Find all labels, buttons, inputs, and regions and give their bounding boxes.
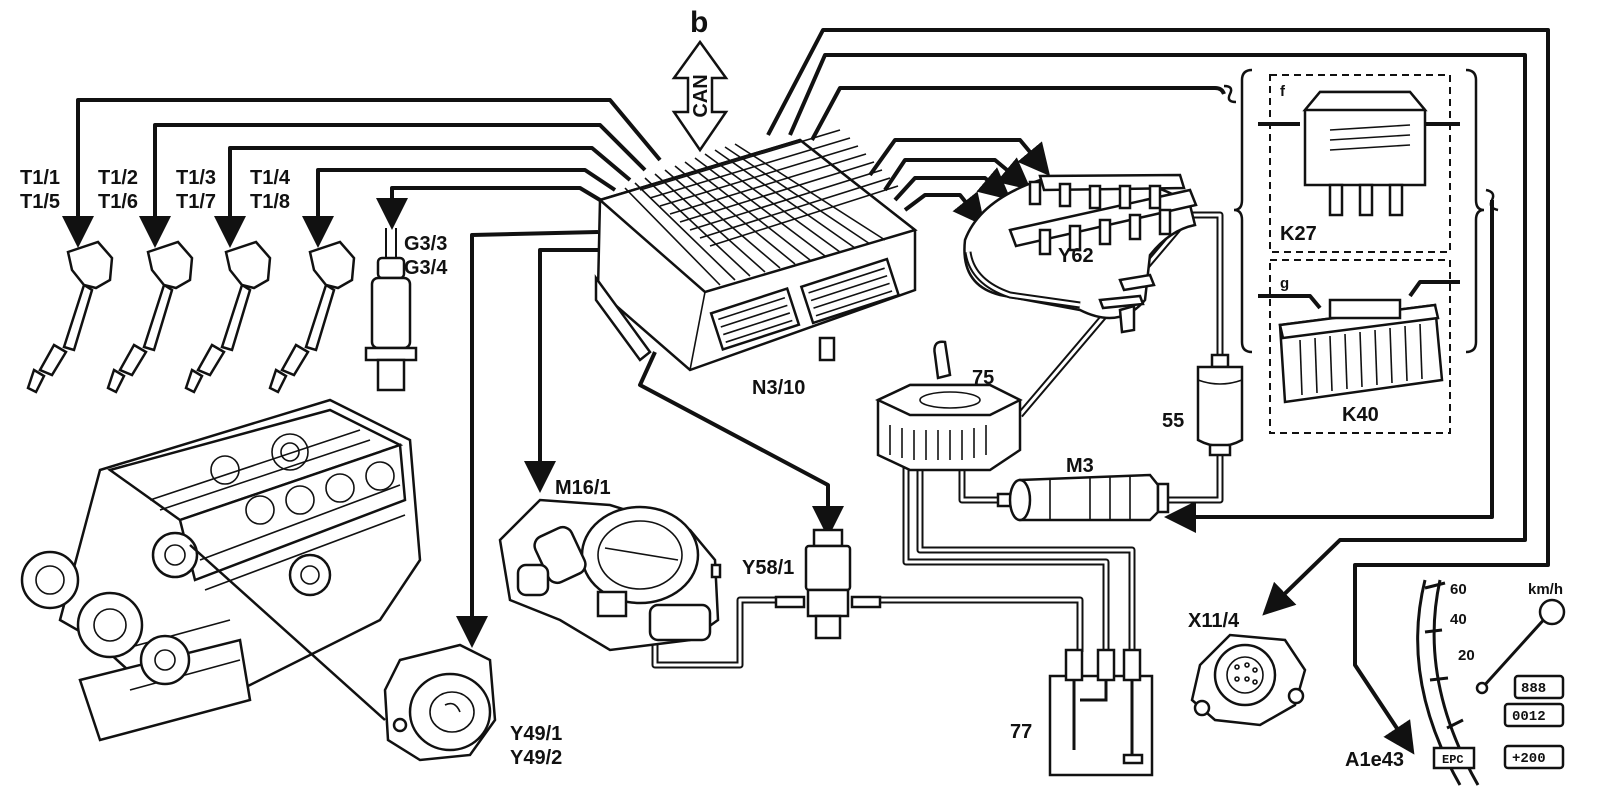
o2-label-b: G3/4 xyxy=(404,257,448,279)
gauge-unit: km/h xyxy=(1528,581,1563,598)
wire-injector-a xyxy=(868,138,1051,177)
wire-k40-left xyxy=(1258,294,1322,310)
epc-label: EPC xyxy=(1442,753,1464,767)
wire-coil3 xyxy=(214,146,632,248)
wire-valve xyxy=(638,351,844,538)
relay-g-label: g xyxy=(1280,275,1289,292)
cluster-label: A1e43 xyxy=(1345,749,1404,771)
gauge-tick-20: 20 xyxy=(1458,647,1475,664)
oxygen-sensor: G3/3 G3/4 xyxy=(364,228,448,392)
wire-injector-d xyxy=(903,191,985,227)
wire-k40-right xyxy=(1408,280,1460,298)
coil4-label-a: T1/4 xyxy=(250,167,291,189)
throttle-body: M16/1 xyxy=(498,477,722,652)
ecu-module: N3/10 xyxy=(594,129,918,399)
coil1-label-b: T1/5 xyxy=(20,191,60,213)
wire-diag-socket xyxy=(788,53,1527,616)
ecu-label: N3/10 xyxy=(752,377,805,399)
camshaft-label-b: Y49/2 xyxy=(510,747,562,769)
wire-coil4 xyxy=(302,168,617,248)
lcd-display-3: +200 xyxy=(1512,751,1546,767)
wire-coil2 xyxy=(139,123,647,248)
wire-cluster xyxy=(766,28,1550,755)
fuel-injector-rail: Y62 xyxy=(963,173,1198,334)
diag-socket-label: X11/4 xyxy=(1188,610,1240,632)
purge-valve: Y58/1 xyxy=(742,528,882,640)
wire-harness xyxy=(62,28,1550,755)
injectors-label: Y62 xyxy=(1058,245,1094,267)
wire-coil1 xyxy=(62,98,662,248)
wire-o2sensor xyxy=(376,186,602,230)
part77-label: 77 xyxy=(1010,721,1032,743)
wire-throttle xyxy=(524,248,600,493)
wire-relay xyxy=(810,86,1226,141)
lcd-display-1: 888 xyxy=(1521,681,1546,697)
valve-label: Y58/1 xyxy=(742,557,794,579)
lcd-display-2: 0012 xyxy=(1512,709,1546,725)
ignition-coil-3 xyxy=(184,240,272,394)
coil1-label-a: T1/1 xyxy=(20,167,60,189)
throttle-label: M16/1 xyxy=(555,477,611,499)
coil-labels: T1/1 T1/5 T1/2 T1/6 T1/3 T1/7 T1/4 T1/8 xyxy=(20,167,291,213)
gauge-tick-40: 40 xyxy=(1450,611,1467,628)
fuel-filter-55: 55 xyxy=(1162,353,1244,457)
can-bus-arrow: CAN b xyxy=(671,6,729,153)
camshaft-actuator: Y49/1 Y49/2 xyxy=(383,643,562,769)
ignition-coil-4 xyxy=(268,240,356,394)
coil4-label-b: T1/8 xyxy=(250,191,290,213)
wire-camshaft xyxy=(456,230,599,648)
part55-label: 55 xyxy=(1162,410,1184,432)
coil3-label-b: T1/7 xyxy=(176,191,216,213)
engine-block xyxy=(20,398,422,742)
relay-k27-label: K27 xyxy=(1280,223,1317,245)
ignition-coil-2 xyxy=(106,240,194,394)
diagnostic-socket: X11/4 xyxy=(1188,610,1307,727)
coil2-label-a: T1/2 xyxy=(98,167,138,189)
wire-injector-c xyxy=(893,167,1012,202)
camshaft-label-a: Y49/1 xyxy=(510,723,562,745)
relay-f-label: f xyxy=(1280,83,1286,100)
part75-label: 75 xyxy=(972,367,994,389)
gauge-tick-60: 60 xyxy=(1450,581,1467,598)
ignition-coil-1 xyxy=(26,240,114,394)
o2-label-a: G3/3 xyxy=(404,233,447,255)
relay-k27: f K27 xyxy=(1280,83,1428,245)
charcoal-canister-77: 77 xyxy=(1010,648,1154,777)
bus-label: b xyxy=(690,6,708,39)
fuse-k40-label: K40 xyxy=(1342,404,1379,426)
fuel-pump: M3 xyxy=(996,455,1170,522)
coil2-label-b: T1/6 xyxy=(98,191,138,213)
fuse-relay-k40: g K40 xyxy=(1278,275,1444,426)
fuel-pump-label: M3 xyxy=(1066,455,1094,477)
can-label: CAN xyxy=(690,74,712,117)
relay-group-braces xyxy=(1223,68,1499,434)
wire-fuel-pump xyxy=(1164,200,1494,533)
instrument-cluster: 60 40 20 km/h 888 0012 +200 EPC A1e43 xyxy=(1345,579,1566,786)
fuel-reservoir-75: 75 xyxy=(875,340,1023,472)
coil3-label-a: T1/3 xyxy=(176,167,216,189)
